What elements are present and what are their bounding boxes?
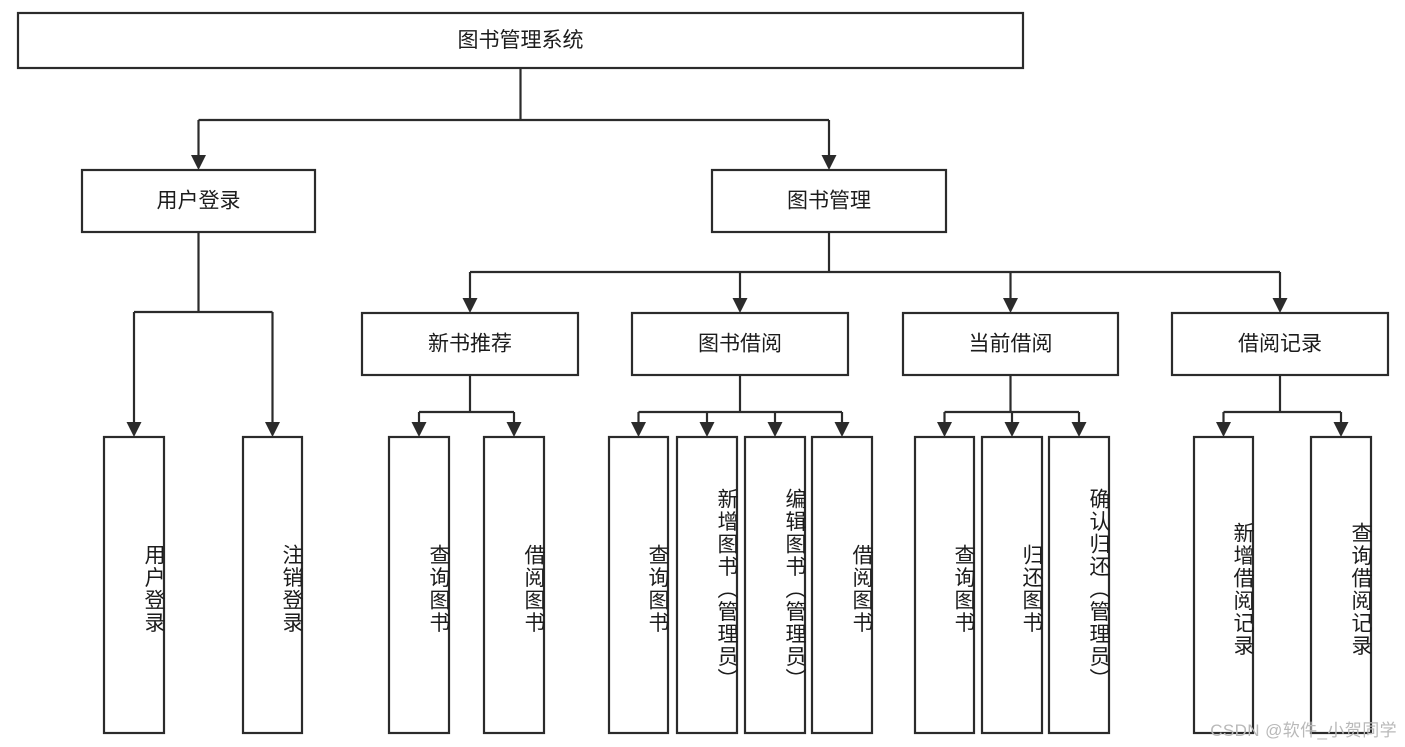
node-box-level3-3[interactable] xyxy=(1170,311,1390,377)
node-label-level3-3: 借阅记录 xyxy=(1238,333,1322,356)
node-box-level3-1[interactable] xyxy=(630,311,850,377)
leaf-box-7[interactable] xyxy=(810,435,874,735)
leaf-box-10[interactable] xyxy=(1047,435,1111,735)
connector-level3-1-branch-0-arrowhead xyxy=(631,422,646,437)
connector-login-branch-1-arrowhead xyxy=(265,422,280,437)
node-label-level3-0: 新书推荐 xyxy=(428,333,512,356)
connector-book-mgmt-branch-1-arrowhead xyxy=(732,298,748,313)
connector-book-mgmt-branch-2-arrowhead xyxy=(1003,298,1018,313)
leaf-box-12[interactable] xyxy=(1309,435,1373,735)
node-box-level2-1[interactable] xyxy=(710,168,948,234)
connector-level3-1-branch-3-arrowhead xyxy=(834,422,850,437)
leaf-box-11[interactable] xyxy=(1192,435,1255,735)
node-label-level2-1: 图书管理 xyxy=(787,190,871,213)
node-box-level3-0[interactable] xyxy=(360,311,580,377)
node-label-level2-0: 用户登录 xyxy=(157,190,241,213)
leaf-box-6[interactable] xyxy=(743,435,807,735)
connector-level3-2-branch-0-arrowhead xyxy=(937,422,952,437)
leaf-box-8[interactable] xyxy=(913,435,976,735)
leaf-box-0[interactable] xyxy=(102,435,166,735)
connector-level3-1-branch-1-arrowhead xyxy=(699,422,715,437)
node-label-root: 图书管理系统 xyxy=(458,29,584,52)
connector-level3-3-branch-0-arrowhead xyxy=(1216,422,1231,437)
leaf-box-2[interactable] xyxy=(387,435,451,735)
node-box-root[interactable] xyxy=(16,11,1025,70)
connector-login-branch-0-arrowhead xyxy=(126,422,142,437)
connector-book-mgmt-branch-3-arrowhead xyxy=(1272,298,1288,313)
leaf-box-9[interactable] xyxy=(980,435,1044,735)
csdn-watermark: CSDN @软件_小贺同学 xyxy=(1210,721,1397,740)
leaf-box-1[interactable] xyxy=(241,435,304,735)
connector-book-mgmt-branch-0-arrowhead xyxy=(462,298,478,313)
leaf-box-3[interactable] xyxy=(482,435,546,735)
node-label-level3-1: 图书借阅 xyxy=(698,333,782,356)
boxes-layer xyxy=(16,11,1390,735)
connector-level3-3-branch-1-arrowhead xyxy=(1333,422,1349,437)
connector-root-branch-0-arrowhead xyxy=(191,155,206,170)
leaf-box-5[interactable] xyxy=(675,435,739,735)
connector-root-branch-1-arrowhead xyxy=(821,155,837,170)
connector-level3-0-branch-0-arrowhead xyxy=(411,422,427,437)
leaf-box-4[interactable] xyxy=(607,435,670,735)
connector-level3-2-branch-1-arrowhead xyxy=(1004,422,1020,437)
connector-level3-1-branch-2-arrowhead xyxy=(767,422,783,437)
connector-level3-0-branch-1-arrowhead xyxy=(506,422,522,437)
node-label-level3-2: 当前借阅 xyxy=(969,333,1053,356)
node-box-level3-2[interactable] xyxy=(901,311,1120,377)
connector-level3-2-branch-2-arrowhead xyxy=(1071,422,1087,437)
node-box-level2-0[interactable] xyxy=(80,168,317,234)
connectors-layer xyxy=(126,68,1349,437)
